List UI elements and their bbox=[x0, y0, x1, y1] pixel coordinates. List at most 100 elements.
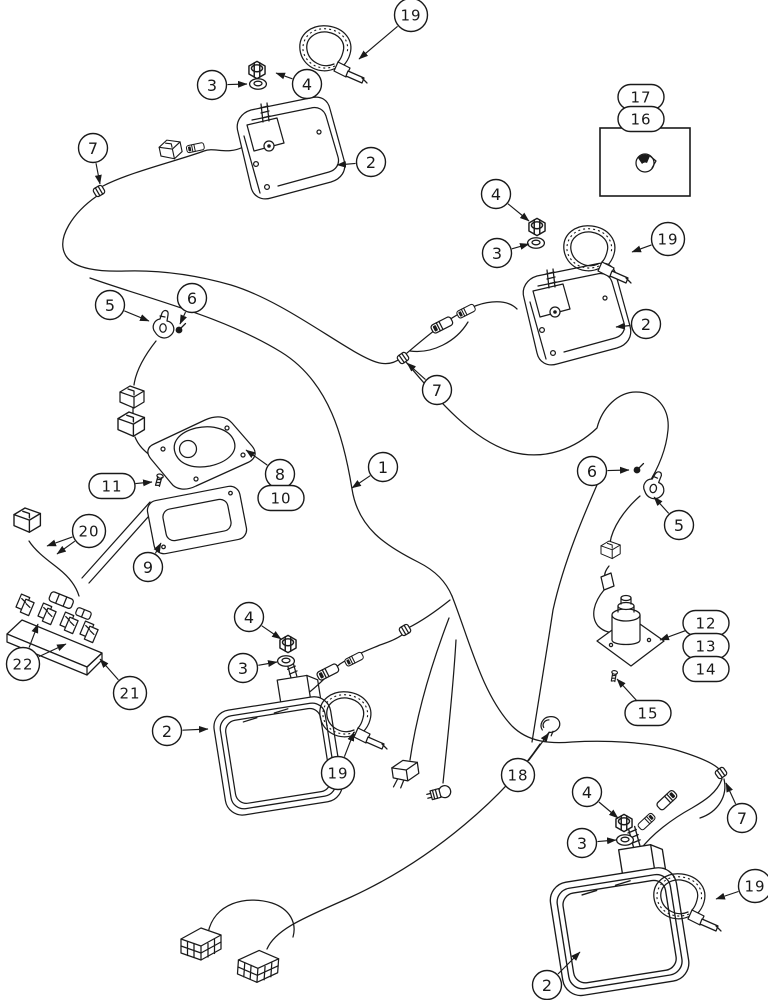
callout-number: 3 bbox=[577, 834, 587, 853]
connector-top-left-lamp bbox=[157, 136, 184, 162]
plug-connector bbox=[389, 757, 422, 790]
leader-line bbox=[153, 542, 162, 554]
leader-line bbox=[715, 890, 739, 900]
screw-left bbox=[174, 322, 187, 335]
diagram-line-art bbox=[6, 25, 729, 999]
splice-center-lamp bbox=[315, 662, 341, 682]
callout-number: 19 bbox=[400, 7, 421, 25]
callout-number: 18 bbox=[507, 767, 528, 785]
callout-number: 1 bbox=[378, 458, 388, 477]
callout-2-10: 2 bbox=[615, 308, 662, 340]
callout-22-19: 22 bbox=[5, 623, 67, 682]
callout-balloon-dome-lamp-lens bbox=[132, 551, 164, 583]
callout-number: 6 bbox=[587, 462, 597, 481]
callout-11-16: 11 bbox=[88, 472, 153, 500]
leader-line bbox=[507, 203, 530, 222]
callout-balloon-screw bbox=[624, 699, 672, 727]
grommet-center bbox=[397, 622, 413, 638]
callout-5-12: 5 bbox=[94, 289, 150, 322]
callout-balloon-grommet bbox=[726, 802, 758, 834]
callout-number: 5 bbox=[674, 516, 684, 535]
callout-number: 15 bbox=[637, 705, 658, 723]
grommet-right bbox=[395, 350, 411, 366]
washer-bottom-right bbox=[615, 834, 635, 846]
callout-balloon-switch-assembly bbox=[682, 655, 730, 683]
leader-line bbox=[179, 311, 187, 325]
callout-12-28: 12 bbox=[659, 609, 730, 641]
callout-number: 4 bbox=[491, 185, 501, 204]
splice-bottom-right-lamp bbox=[655, 788, 679, 812]
leader-line bbox=[615, 322, 631, 330]
harness-clip bbox=[540, 716, 561, 737]
callout-21-20: 21 bbox=[99, 658, 148, 711]
callout-number: 2 bbox=[542, 976, 552, 995]
callout-balloon-fuse-block bbox=[112, 675, 148, 711]
callout-13-29: 13 bbox=[682, 632, 730, 660]
dome-lamp-lens bbox=[146, 485, 248, 555]
callout-number: 12 bbox=[695, 615, 716, 633]
work-lamp-top-left bbox=[236, 96, 346, 200]
callout-number: 21 bbox=[119, 685, 140, 703]
splice-bottom-right-lamp2 bbox=[636, 811, 657, 832]
callout-balloon-lock-nut bbox=[480, 178, 512, 210]
callout-7-35: 7 bbox=[725, 782, 758, 834]
leader-line bbox=[597, 837, 617, 845]
callout-number: 9 bbox=[143, 558, 153, 577]
callout-number: 2 bbox=[641, 315, 651, 334]
lock-nut-top bbox=[248, 60, 266, 80]
callout-1-21: 1 bbox=[351, 451, 399, 489]
bulb-icon bbox=[635, 153, 657, 173]
dome-lamp-screw bbox=[153, 472, 165, 488]
callout-balloon-work-lamp bbox=[355, 146, 387, 178]
callout-16-6: 16 bbox=[617, 105, 665, 133]
leader-line bbox=[38, 643, 67, 658]
leader-line bbox=[659, 629, 687, 641]
callout-number: 4 bbox=[244, 608, 254, 627]
inline-holder1 bbox=[48, 591, 74, 609]
callout-balloon-harness-clip bbox=[500, 757, 536, 793]
callout-balloon-washer bbox=[196, 69, 228, 101]
callout-2-37: 2 bbox=[531, 951, 581, 1000]
callout-balloon-grommet bbox=[421, 374, 453, 406]
splice-center-lamp2 bbox=[343, 650, 365, 668]
callout-3-1: 3 bbox=[196, 69, 248, 101]
callout-18-32: 18 bbox=[500, 732, 550, 793]
leader-line bbox=[598, 801, 619, 819]
leader-line bbox=[725, 782, 737, 805]
switch-connector bbox=[600, 540, 621, 560]
leader-line bbox=[358, 25, 398, 60]
callout-balloon-clamp bbox=[663, 509, 695, 541]
leader-line bbox=[94, 163, 102, 185]
washer-top bbox=[248, 78, 268, 90]
callout-7-11: 7 bbox=[406, 362, 453, 406]
callout-balloon-work-lamp bbox=[151, 715, 183, 747]
leader-line bbox=[99, 658, 119, 681]
callout-5-23: 5 bbox=[653, 496, 695, 541]
callout-balloon-work-lamp bbox=[630, 308, 662, 340]
lock-nut-center bbox=[279, 634, 297, 654]
washer-right bbox=[526, 237, 546, 249]
callout-15-31: 15 bbox=[616, 678, 672, 727]
callout-4-33: 4 bbox=[571, 776, 619, 819]
callout-number: 22 bbox=[12, 656, 33, 674]
callout-10-15: 10 bbox=[257, 484, 305, 512]
callout-8-14: 8 bbox=[245, 449, 296, 490]
callout-number: 4 bbox=[302, 75, 312, 94]
callout-balloon-lock-nut bbox=[233, 601, 265, 633]
callout-19-0: 19 bbox=[358, 0, 429, 60]
leader-line bbox=[527, 732, 550, 762]
callout-4-2: 4 bbox=[275, 68, 323, 100]
callout-number: 2 bbox=[366, 153, 376, 172]
callout-balloon-grommet bbox=[77, 132, 109, 164]
bulb-box bbox=[599, 127, 691, 197]
callout-20-18: 20 bbox=[46, 513, 107, 555]
callout-balloon-screw bbox=[176, 282, 208, 314]
callout-3-25: 3 bbox=[227, 652, 278, 684]
leader-line bbox=[46, 536, 73, 547]
inline-holder2 bbox=[75, 607, 92, 620]
callout-19-36: 19 bbox=[715, 868, 768, 904]
lock-nut-bottom-right bbox=[615, 813, 633, 833]
grommet-bottom-right bbox=[713, 765, 729, 781]
leader-line bbox=[406, 362, 426, 381]
